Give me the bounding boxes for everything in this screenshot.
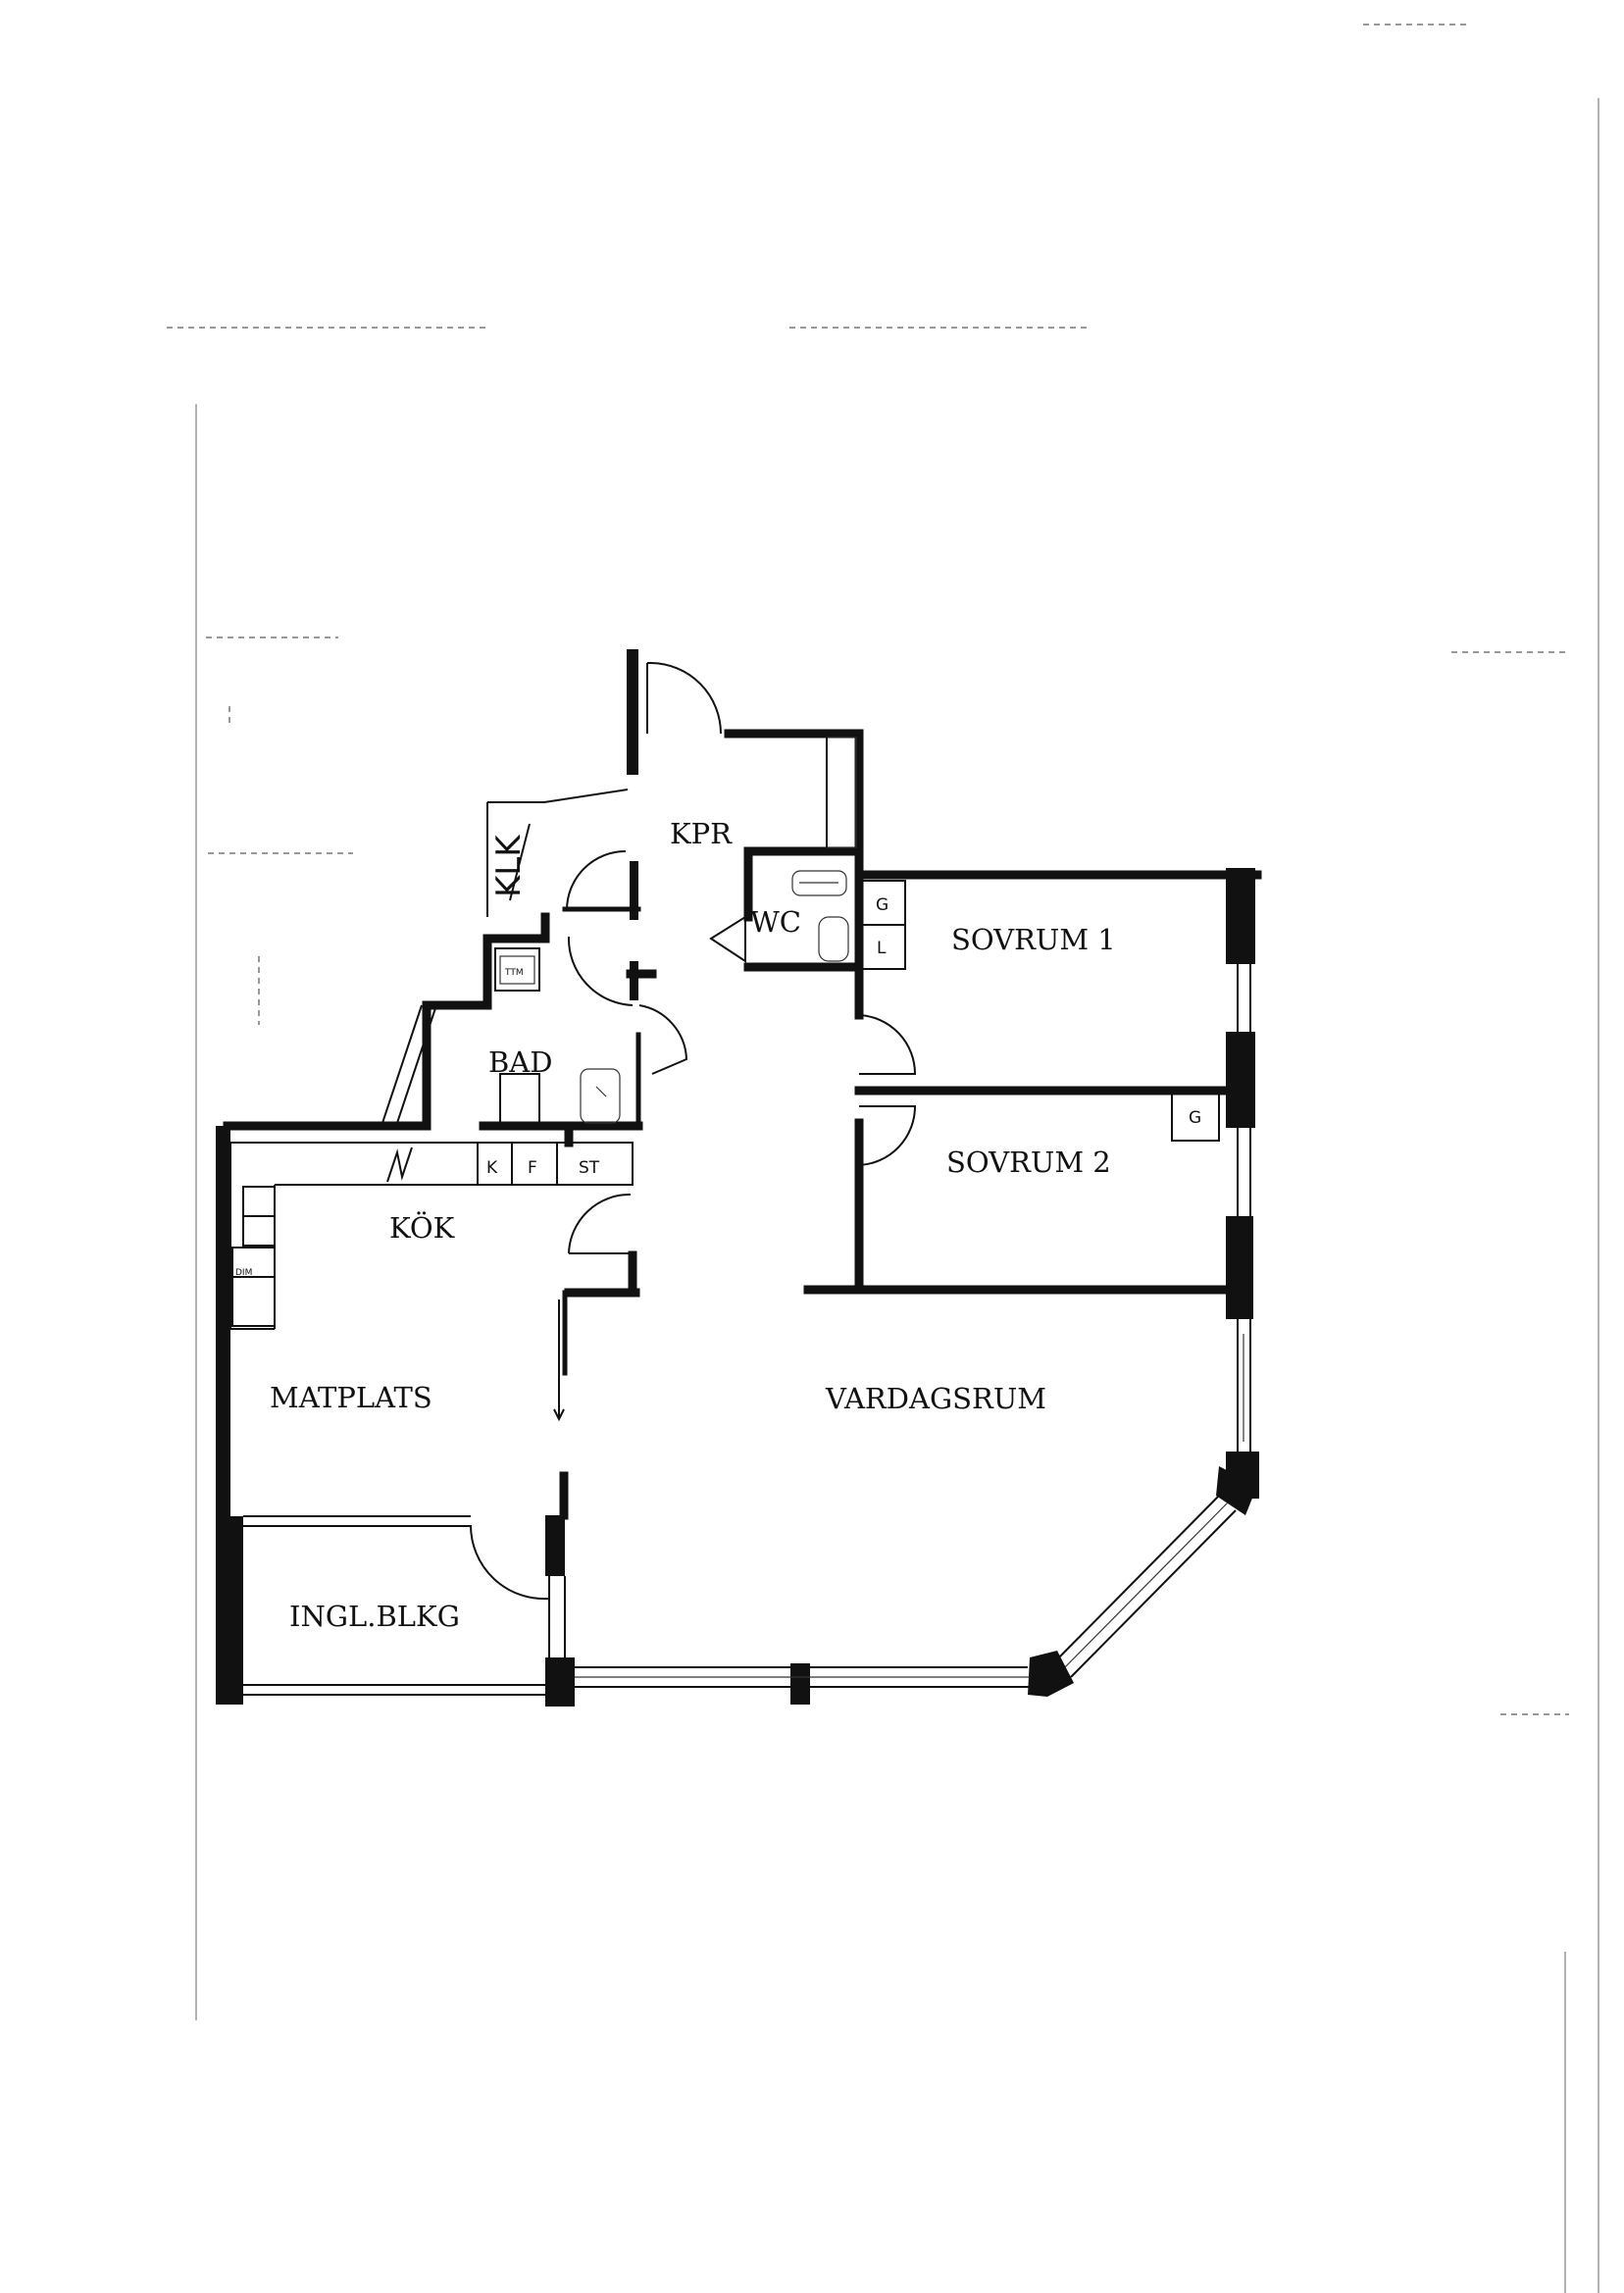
- room-label-sovrum-2: SOVRUM 2: [946, 1146, 1111, 1179]
- room-label-kok: KÖK: [389, 1210, 456, 1245]
- room-label-wc: WC: [750, 905, 801, 939]
- klk-handwritten-label: KLK: [489, 834, 529, 897]
- room-label-vardagsrum: VARDAGSRUM: [825, 1382, 1046, 1415]
- svg-text:TTM: TTM: [504, 968, 524, 978]
- fixtures: G L G TTM K F ST DIM: [229, 737, 1220, 1330]
- room-label-matplats: MATPLATS: [270, 1381, 432, 1414]
- room-label-bad: BAD: [488, 1045, 553, 1079]
- room-labels: KPR WC SOVRUM 1 SOVRUM 2 BAD KÖK MATPLAT…: [270, 817, 1116, 1633]
- fixture-l1: L: [877, 939, 887, 958]
- scan-artifacts: [167, 24, 1599, 2293]
- exterior-walls: [216, 649, 1262, 1707]
- fixture-g2: G: [1189, 1108, 1201, 1128]
- fixture-f: F: [528, 1158, 537, 1178]
- room-label-inglblkg: INGL.BLKG: [289, 1600, 460, 1633]
- room-label-kpr: KPR: [670, 817, 733, 850]
- fixture-g1: G: [876, 895, 888, 915]
- fixture-st: ST: [579, 1158, 600, 1178]
- fixture-k: K: [486, 1158, 498, 1178]
- svg-text:DIM: DIM: [235, 1268, 252, 1278]
- room-label-sovrum-1: SOVRUM 1: [951, 923, 1116, 956]
- doors: [469, 662, 917, 1601]
